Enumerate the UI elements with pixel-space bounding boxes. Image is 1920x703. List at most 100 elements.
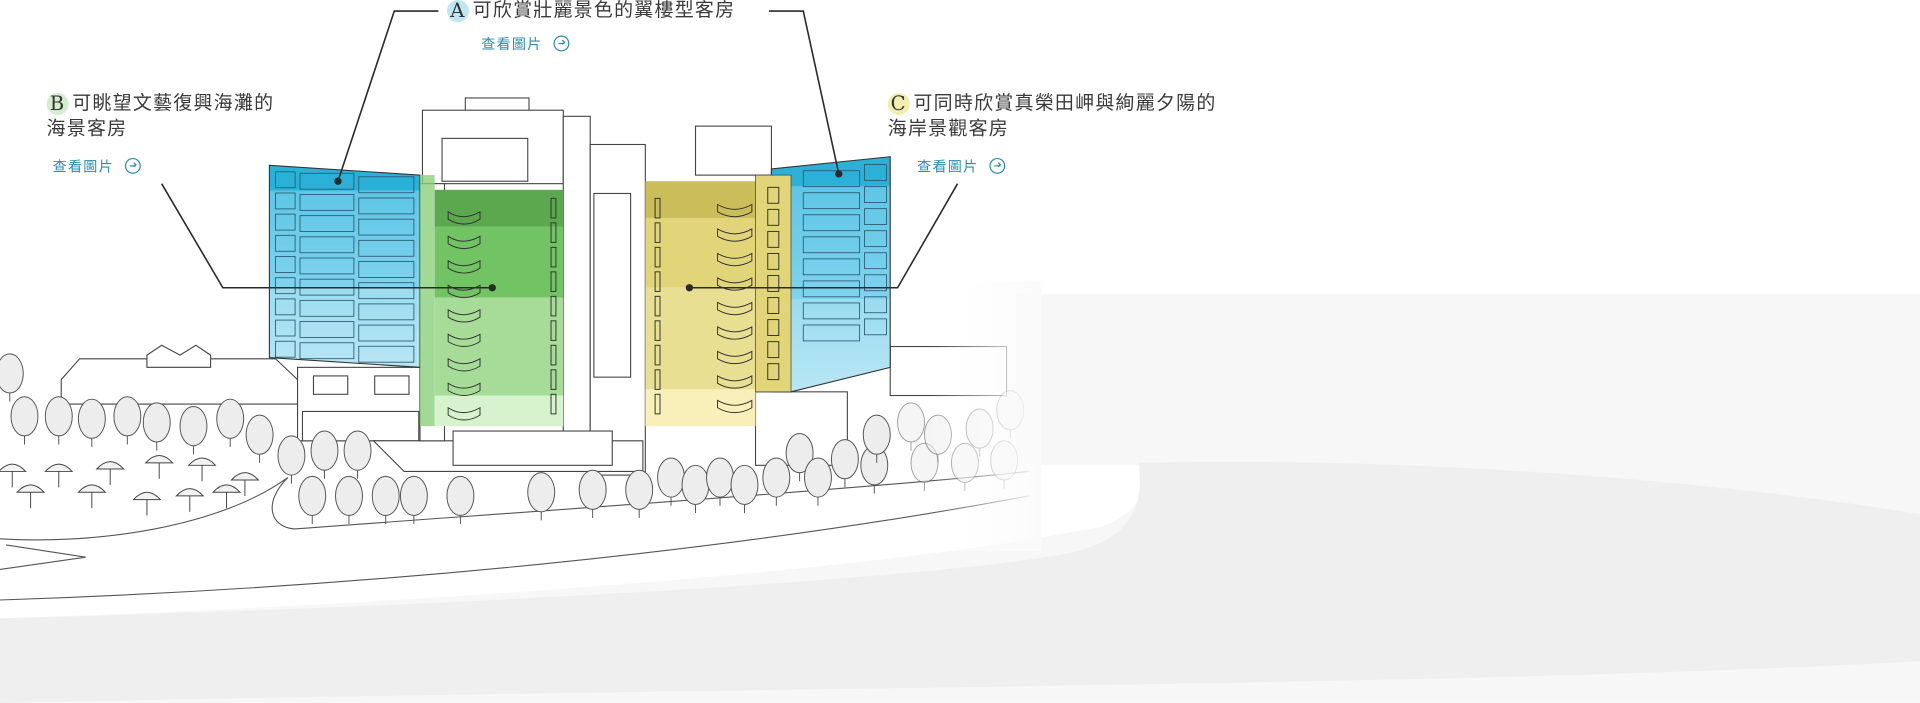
window (767, 297, 780, 314)
window-slit (654, 246, 661, 268)
tree-icon (216, 398, 245, 447)
window (299, 194, 355, 211)
window-slit (654, 222, 661, 243)
window (358, 176, 415, 194)
window (864, 274, 887, 292)
callout-c-view-photos-link[interactable]: 查看圖片 (917, 157, 1006, 177)
background-swoosh (0, 461, 1920, 703)
badge-a: A (446, 0, 469, 23)
balcony (447, 259, 481, 274)
window-slit (654, 344, 661, 366)
leader-dots (334, 170, 843, 292)
window-slit (550, 369, 557, 390)
window (358, 324, 415, 342)
window (767, 275, 780, 292)
parasol-icon (132, 491, 162, 516)
parasol-icon (175, 488, 205, 512)
window (275, 298, 296, 316)
callout-c-line-2: 海岸景觀客房 (887, 117, 1010, 140)
link-label: 查看圖片 (917, 157, 979, 176)
tree-icon (245, 414, 274, 463)
balcony (717, 375, 753, 389)
balcony (447, 357, 481, 372)
window (299, 172, 355, 190)
badge-b: B (46, 92, 69, 116)
tree-icon (0, 353, 24, 402)
tree-icon (625, 469, 654, 518)
window (275, 277, 296, 295)
window (802, 280, 861, 298)
tree-icon (862, 414, 891, 463)
window (299, 257, 355, 275)
leader-lines (160, 10, 959, 289)
trees (0, 353, 1025, 525)
wing-b-blue (268, 164, 421, 368)
balcony (447, 406, 481, 421)
window (864, 318, 887, 336)
window (275, 213, 296, 231)
tree-icon (310, 430, 339, 479)
window-slit (550, 246, 557, 268)
zone-c-yellow-tower (645, 174, 792, 427)
window (767, 341, 780, 359)
balcony (447, 210, 481, 225)
window (275, 340, 296, 358)
window (299, 215, 355, 232)
parasol-icon (211, 484, 242, 509)
window (864, 164, 887, 181)
window (802, 214, 861, 232)
window (864, 230, 887, 248)
window (864, 186, 887, 203)
callout-b-view-photos-link[interactable]: 查看圖片 (53, 157, 141, 177)
window (275, 256, 296, 273)
tree-icon (785, 432, 814, 482)
window-slit (550, 222, 557, 243)
window (358, 239, 415, 257)
balcony (717, 203, 753, 218)
window (275, 171, 296, 189)
balcony (447, 333, 481, 348)
parasol-icon (0, 463, 27, 488)
window-slit (654, 197, 661, 219)
window (802, 170, 861, 188)
tree-icon (897, 402, 925, 451)
window (275, 234, 296, 252)
window (767, 252, 780, 270)
window-slit (550, 295, 557, 317)
window-slit (654, 271, 661, 292)
tree-icon (335, 475, 363, 525)
window-slit (654, 295, 661, 317)
window (802, 302, 861, 320)
tree-icon (179, 406, 208, 455)
tree-icon (142, 402, 171, 451)
parasol-icon (44, 463, 74, 488)
window (864, 252, 887, 270)
callout-a-view-photos-link[interactable]: 查看圖片 (481, 34, 570, 54)
window (358, 345, 415, 363)
window (358, 197, 415, 215)
callout-b-line-2: 海景客房 (46, 117, 128, 140)
balconies (447, 186, 780, 421)
window (802, 192, 861, 210)
window (864, 296, 887, 314)
window (767, 363, 780, 381)
window (767, 230, 780, 248)
tree-icon (399, 475, 428, 525)
tree-icon (298, 475, 327, 525)
window-slit (550, 197, 557, 219)
balcony (447, 382, 481, 397)
tree-icon (578, 469, 607, 518)
window (802, 324, 861, 342)
window-slit (550, 344, 557, 366)
tree-icon (277, 435, 306, 484)
parasol-icon (77, 484, 107, 509)
window-slit (550, 320, 557, 341)
window (275, 192, 296, 210)
parasol-icon (230, 472, 260, 496)
tree-icon (657, 457, 685, 506)
road-lines (0, 470, 1029, 601)
parasol-icon (144, 455, 174, 479)
